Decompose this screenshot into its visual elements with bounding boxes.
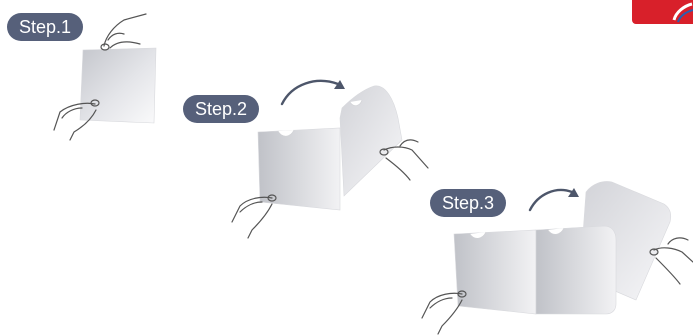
hand-icon: [379, 139, 429, 181]
step-3-illustration: [421, 181, 693, 335]
hand-icon: [649, 237, 693, 285]
film-sheet: [535, 225, 617, 315]
step-2-illustration: [231, 79, 429, 239]
film-sheet: [257, 127, 341, 211]
curved-arrow-icon: [528, 188, 574, 212]
hand-icon: [231, 194, 277, 239]
film-flap: [339, 85, 403, 197]
step-1-label: Step.1: [7, 13, 84, 41]
curved-arrow-icon: [280, 79, 340, 106]
curved-arrow-icon: [568, 188, 579, 197]
hand-icon: [53, 99, 100, 141]
step-2-label: Step.2: [183, 95, 260, 123]
hand-icon: [421, 290, 467, 335]
curved-arrow-icon: [334, 80, 345, 89]
step-1-illustration: [53, 13, 157, 141]
logo-mark-icon: [672, 2, 693, 23]
film-sheet: [79, 47, 157, 124]
hand-icon: [100, 13, 147, 51]
film-sheet: [453, 229, 537, 315]
step-3-label: Step.3: [430, 189, 507, 217]
logo: [632, 0, 693, 24]
